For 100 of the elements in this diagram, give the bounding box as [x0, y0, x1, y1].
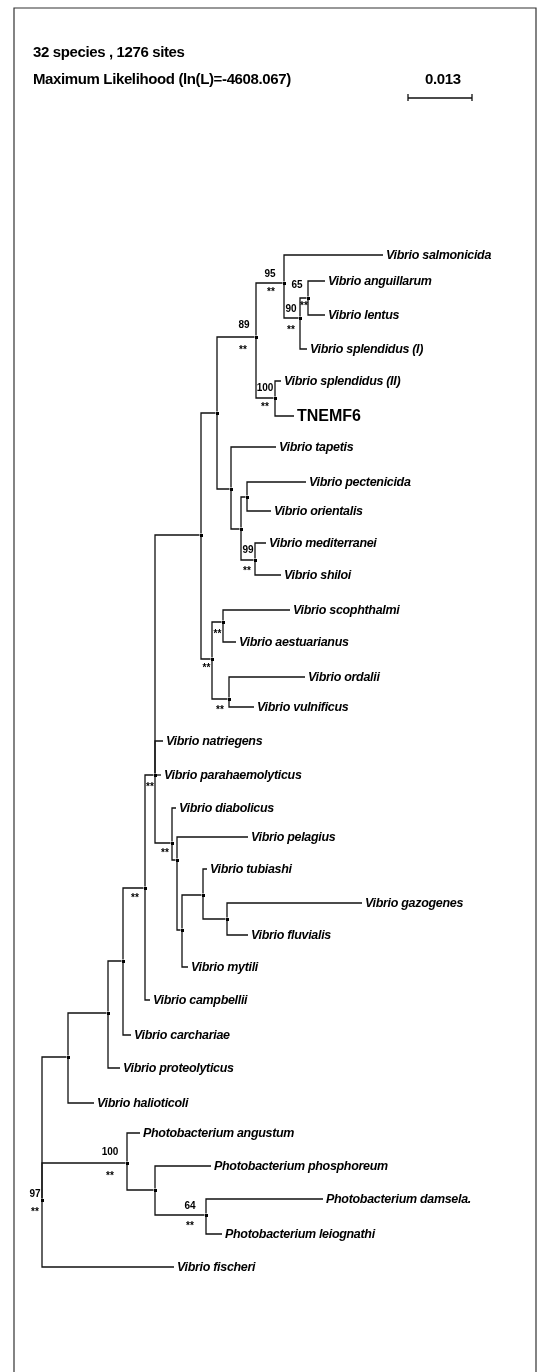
branch-node — [273, 396, 277, 400]
bootstrap-value: ** — [213, 629, 222, 639]
header-text: Maximum Likelihood (ln(L)=-4608.067) — [33, 71, 291, 86]
bootstrap-value: 90 — [285, 304, 297, 314]
bootstrap-value: ** — [216, 705, 224, 715]
tree-branch — [211, 621, 223, 659]
tree-branch — [216, 413, 231, 490]
branch-node — [210, 657, 214, 661]
taxon-name: Photobacterium damsela. — [326, 1192, 471, 1206]
tree-branch — [154, 1165, 212, 1190]
tree-branch — [144, 888, 151, 1001]
branch-node — [282, 281, 286, 285]
tree-branch — [230, 446, 277, 489]
tree-branch — [107, 1013, 121, 1069]
branch-node — [204, 1213, 208, 1217]
bootstrap-value: ** — [202, 663, 211, 673]
tree-branch — [211, 659, 229, 700]
taxon-name: Vibrio vulnificus — [257, 700, 349, 714]
branch-node — [170, 841, 174, 845]
tree-branch — [274, 380, 282, 398]
bootstrap-value: ** — [31, 1207, 39, 1217]
tree-branch — [240, 529, 255, 561]
tree-branch — [67, 1012, 108, 1057]
tree-branch — [171, 843, 177, 861]
taxon-name: Vibrio salmonicida — [386, 248, 492, 262]
taxon-name: Photobacterium phosphoreum — [214, 1159, 388, 1173]
tree-branch — [226, 902, 363, 919]
taxon-name: Vibrio natriegens — [166, 734, 263, 748]
tree-branch — [154, 775, 172, 844]
taxon-name: Vibrio halioticoli — [97, 1096, 189, 1110]
tree-branch — [181, 930, 189, 968]
bootstrap-value: 65 — [291, 280, 303, 290]
tree-branch — [205, 1198, 324, 1215]
tree-branch — [171, 807, 177, 843]
tree-branch — [222, 622, 237, 643]
bootstrap-value: 97 — [29, 1189, 41, 1199]
branch-node — [121, 959, 125, 963]
tree-branch — [307, 280, 326, 298]
branch-node — [254, 335, 258, 339]
tree-branch — [200, 535, 212, 660]
taxon-name: Photobacterium angustum — [143, 1126, 295, 1140]
taxon-name: Vibrio mytili — [191, 960, 258, 974]
tree-branch — [202, 868, 208, 895]
bootstrap-value: ** — [300, 301, 308, 311]
branch-node — [66, 1055, 70, 1059]
branch-node — [245, 495, 249, 499]
tree-branch — [246, 481, 307, 497]
tree-branch — [126, 1163, 155, 1191]
tree-branch — [41, 1162, 127, 1200]
tree-branch — [176, 836, 249, 860]
tree-branch — [226, 919, 249, 936]
taxon-name: Vibrio orientalis — [274, 504, 363, 518]
taxon-name: Vibrio parahaemolyticus — [164, 768, 302, 782]
header-text: 32 species , 1276 sites — [33, 44, 185, 59]
taxon-name: Vibrio shiloi — [284, 568, 351, 582]
branch-node — [175, 858, 179, 862]
tree-branch — [154, 740, 164, 775]
branch-node — [225, 917, 229, 921]
branch-node — [229, 487, 233, 491]
bootstrap-value: 95 — [264, 269, 276, 279]
tree-branch — [228, 699, 255, 708]
tree-branch — [155, 774, 162, 776]
branch-node — [199, 533, 203, 537]
bootstrap-value: 64 — [184, 1201, 196, 1211]
taxon-name: Vibrio pelagius — [251, 830, 336, 844]
tree-branch — [122, 961, 132, 1036]
taxon-name: Vibrio fluvialis — [251, 928, 331, 942]
taxon-name: Vibrio campbellii — [153, 993, 248, 1007]
tree-branch — [205, 1215, 223, 1235]
bootstrap-value: ** — [239, 345, 247, 355]
bootstrap-value: ** — [267, 287, 275, 297]
tree-branch — [254, 542, 267, 560]
bootstrap-value: 100 — [256, 383, 274, 393]
taxon-name: TNEMF6 — [297, 408, 361, 424]
tree-branch — [255, 337, 275, 399]
taxon-name: Vibrio lentus — [328, 308, 400, 322]
branch-node — [153, 773, 157, 777]
branch-node — [143, 886, 147, 890]
branch-node — [221, 620, 225, 624]
tree-branch — [67, 1057, 95, 1104]
bootstrap-value: ** — [243, 566, 251, 576]
taxon-name: Vibrio ordalii — [308, 670, 380, 684]
taxon-name: Vibrio splendidus (II) — [284, 374, 401, 388]
branch-node — [227, 697, 231, 701]
tree-branch — [126, 1132, 141, 1163]
branch-node — [125, 1161, 129, 1165]
tree-branch — [283, 283, 300, 319]
taxon-name: Photobacterium leiognathi — [225, 1227, 375, 1241]
bootstrap-value: ** — [131, 893, 139, 903]
branch-node — [201, 893, 205, 897]
branch-node — [215, 411, 219, 415]
tree-branch — [41, 1200, 175, 1268]
taxon-name: Vibrio scophthalmi — [293, 603, 400, 617]
taxon-name: Vibrio carchariae — [134, 1028, 230, 1042]
bootstrap-value: 100 — [101, 1147, 119, 1157]
bootstrap-value: ** — [186, 1221, 194, 1231]
tree-branch — [230, 489, 241, 530]
taxon-name: Vibrio proteolyticus — [123, 1061, 234, 1075]
taxon-name: Vibrio mediterranei — [269, 536, 377, 550]
bootstrap-value: ** — [106, 1171, 114, 1181]
